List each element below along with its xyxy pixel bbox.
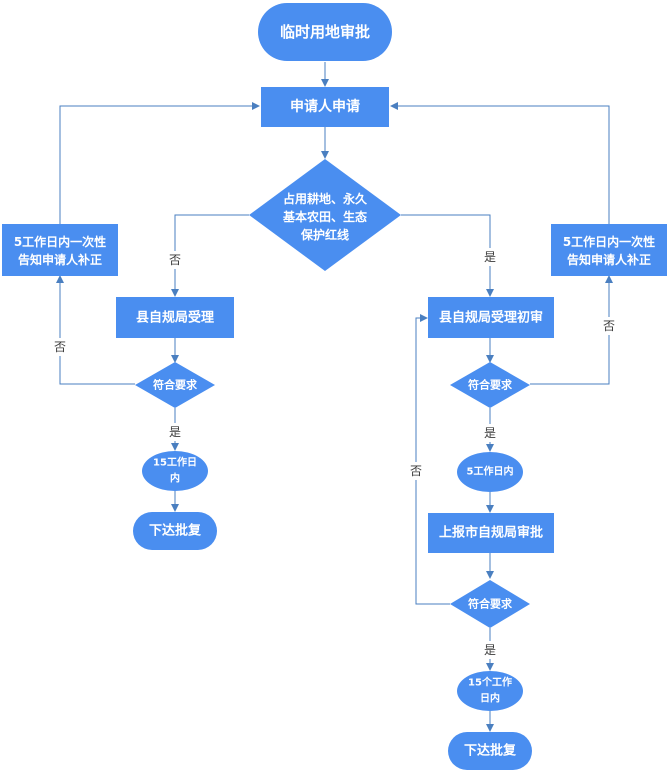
city-review-label: 上报市自规局审批 [439, 525, 543, 541]
label-right-loop-no: 否 [603, 319, 615, 333]
edge-decision-no [171, 214, 249, 297]
start-node: 临时用地审批 [258, 3, 392, 61]
edge-right-notify-to-apply [390, 102, 610, 224]
main-decision-line-2: 基本农田、生态 [282, 209, 367, 224]
label-right-yes: 是 [484, 426, 496, 440]
left-reply-node: 下达批复 [133, 512, 217, 550]
final-days-line-1: 15个工作 [468, 676, 512, 689]
city-check-node: 符合要求 [450, 580, 530, 628]
start-node-label: 临时用地审批 [280, 23, 370, 41]
label-city-loop-no: 否 [410, 464, 422, 478]
left-check-node: 符合要求 [135, 362, 215, 408]
left-accept-label: 县自规局受理 [136, 310, 214, 326]
left-days-node: 15工作日 内 [142, 451, 208, 491]
label-decision-yes: 是 [484, 250, 496, 264]
apply-node-label: 申请人申请 [290, 98, 360, 115]
apply-node: 申请人申请 [261, 87, 389, 127]
left-notify-line-1: 5工作日内一次性 [14, 234, 106, 249]
edge-right-check-no [530, 275, 613, 385]
main-decision-line-1: 占用耕地、永久 [283, 191, 368, 206]
right-check-label: 符合要求 [468, 378, 513, 392]
left-notify-node: 5工作日内一次性 告知申请人补正 [2, 224, 118, 276]
right-notify-node: 5工作日内一次性 告知申请人补正 [551, 224, 667, 276]
main-decision-node: 占用耕地、永久 基本农田、生态 保护红线 [249, 159, 401, 271]
edge-left-notify-to-apply [59, 102, 260, 224]
city-review-node: 上报市自规局审批 [428, 513, 554, 553]
right-accept-label: 县自规局受理初审 [439, 310, 543, 326]
right-accept-node: 县自规局受理初审 [428, 297, 554, 338]
right-notify-line-2: 告知申请人补正 [567, 252, 651, 267]
left-notify-line-2: 告知申请人补正 [18, 252, 102, 267]
left-accept-node: 县自规局受理 [116, 297, 234, 338]
main-decision-line-3: 保护红线 [300, 227, 349, 242]
final-days-node: 15个工作 日内 [457, 671, 523, 711]
label-decision-no: 否 [169, 253, 181, 267]
right-days-node: 5工作日内 [457, 452, 523, 492]
final-days-line-2: 日内 [480, 692, 500, 705]
right-notify-line-1: 5工作日内一次性 [563, 234, 655, 249]
edges [56, 62, 613, 732]
label-left-loop-no: 否 [54, 340, 66, 354]
edge-left-check-no [56, 275, 135, 385]
left-reply-label: 下达批复 [149, 523, 202, 539]
left-days-line-2: 内 [170, 472, 180, 485]
label-city-yes: 是 [484, 643, 496, 657]
edge-city-check-no [415, 314, 450, 605]
label-left-yes: 是 [169, 425, 181, 439]
final-reply-node: 下达批复 [448, 732, 532, 770]
city-check-label: 符合要求 [468, 597, 513, 611]
left-check-label: 符合要求 [153, 378, 198, 392]
right-check-node: 符合要求 [450, 362, 530, 408]
edge-decision-yes [401, 214, 494, 297]
left-days-line-1: 15工作日 [153, 456, 197, 469]
edge-labels: 否 是 否 是 否 是 否 是 [51, 248, 618, 659]
final-reply-label: 下达批复 [464, 743, 517, 759]
right-days-label: 5工作日内 [467, 465, 514, 478]
